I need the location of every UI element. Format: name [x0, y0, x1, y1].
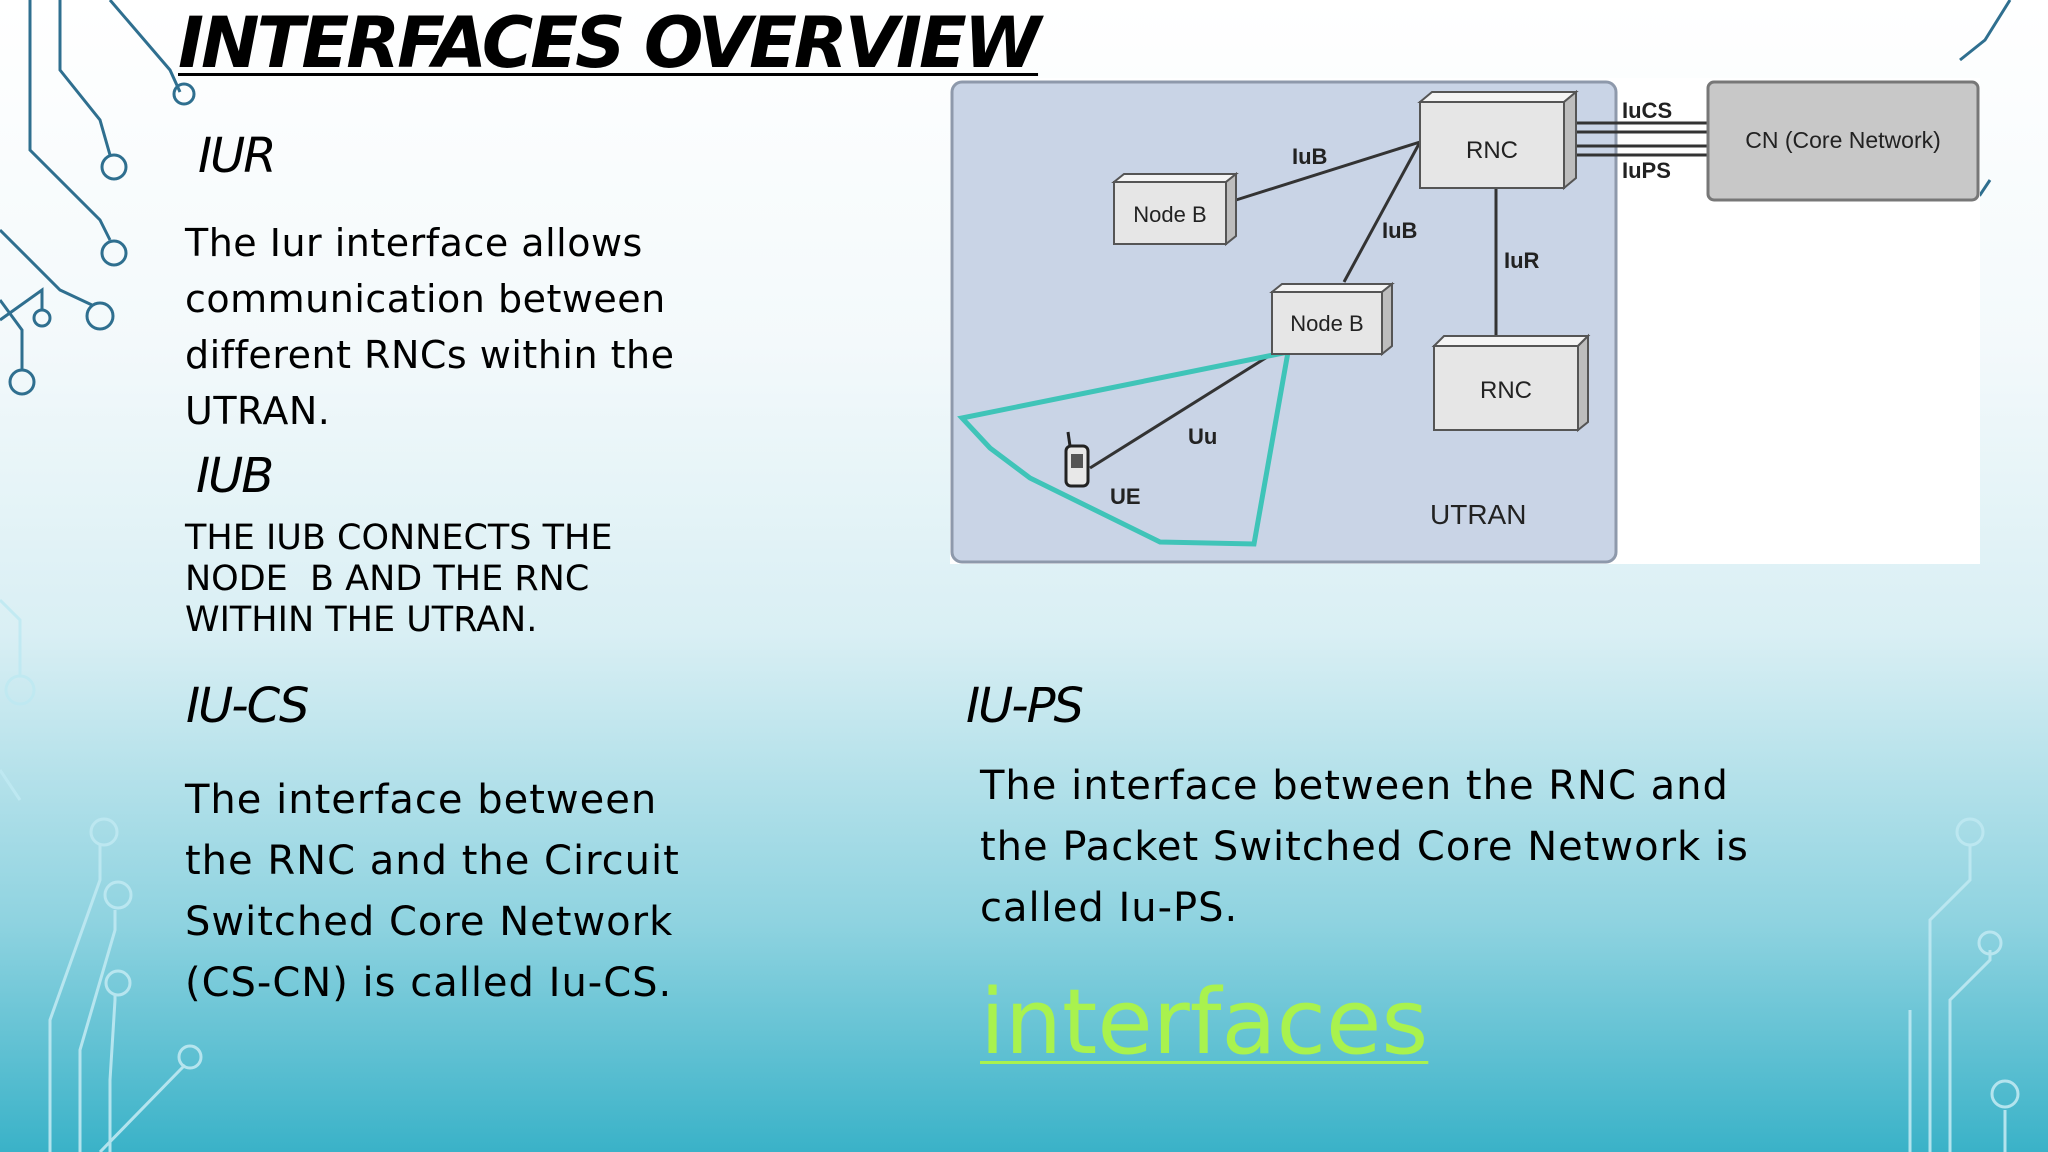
utran-diagram: RNC RNC Node B Node B CN (Core Network) …	[950, 78, 1980, 564]
rnc-label: RNC	[1480, 377, 1532, 404]
iups-label: IuPS	[1622, 158, 1671, 183]
node-b-label: Node B	[1290, 311, 1363, 336]
iub-line: NODE B AND THE RNC	[185, 559, 590, 599]
node-b-box	[1113, 181, 1227, 245]
uu-label: Uu	[1188, 424, 1217, 449]
iups-heading: IU-PS	[966, 678, 1084, 734]
iur-heading: IUR	[198, 128, 277, 184]
iur-line: different RNCs within the	[185, 333, 675, 377]
iups-line: the Packet Switched Core Network is	[980, 824, 1749, 870]
iur-line: The Iur interface allows	[185, 221, 643, 265]
iucs-line: the RNC and the Circuit	[185, 838, 680, 884]
ue-label: UE	[1110, 484, 1141, 509]
iur-line: communication between	[185, 277, 666, 321]
iub-line: THE IUB CONNECTS THE	[185, 518, 613, 558]
node-b-label: Node B	[1133, 202, 1206, 227]
iub-label: IuB	[1292, 144, 1327, 169]
iucs-label: IuCS	[1622, 98, 1672, 123]
iub-heading: IUB	[196, 448, 274, 504]
iub-line: WITHIN THE UTRAN.	[185, 600, 538, 640]
iub-description: THE IUB CONNECTS THE NODE B AND THE RNC …	[185, 518, 745, 641]
iub-label: IuB	[1382, 218, 1417, 243]
interfaces-link[interactable]: interfaces	[980, 970, 1429, 1075]
iups-description: The interface between the RNC and the Pa…	[980, 756, 1780, 939]
iur-line: UTRAN.	[185, 389, 331, 433]
utran-label: UTRAN	[1430, 499, 1526, 530]
iucs-line: The interface between	[185, 777, 658, 823]
rnc-box	[1433, 345, 1579, 431]
iub-link-line	[1235, 140, 1421, 202]
slide-title: INTERFACES OVERVIEW	[178, 2, 1041, 84]
phone-icon	[1064, 431, 1090, 488]
core-network-label: CN (Core Network)	[1745, 127, 1941, 153]
iucs-line: (CS-CN) is called Iu-CS.	[185, 960, 673, 1006]
iucs-description: The interface between the RNC and the Ci…	[185, 770, 785, 1014]
uu-link-line	[1089, 352, 1273, 470]
iups-line: The interface between the RNC and	[980, 763, 1729, 809]
iur-description: The Iur interface allows communication b…	[185, 215, 745, 439]
iucs-line: Switched Core Network	[185, 899, 674, 945]
iur-label: IuR	[1504, 248, 1540, 273]
core-network-box	[1706, 80, 1980, 202]
iups-line: called Iu-PS.	[980, 885, 1239, 931]
iub-link-line	[1342, 141, 1422, 283]
node-b-box	[1271, 291, 1383, 355]
iucs-heading: IU-CS	[186, 678, 309, 734]
rnc-box	[1419, 101, 1565, 189]
rnc-label: RNC	[1466, 137, 1518, 164]
